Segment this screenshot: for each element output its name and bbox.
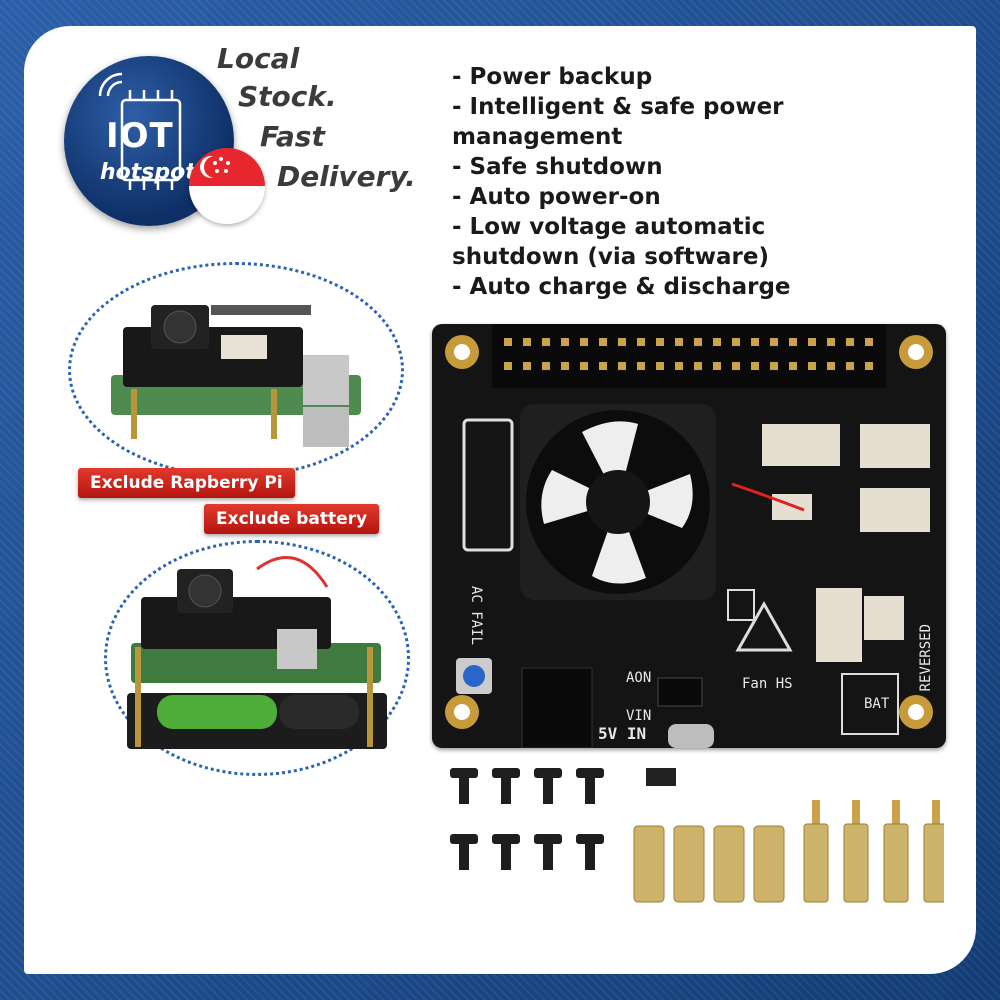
ups-hat-board: AC FAIL AON VIN Fan HS BAT REVERSED 5V I… bbox=[432, 324, 946, 748]
screw-icon bbox=[576, 768, 604, 804]
feature-list: - Power backup - Intelligent & safe powe… bbox=[452, 62, 791, 302]
singapore-flag-icon bbox=[189, 148, 265, 224]
bat-label: BAT bbox=[864, 696, 890, 712]
screw-icon bbox=[534, 834, 562, 870]
slogan-local: Local bbox=[217, 42, 300, 75]
feature-item: - Safe shutdown bbox=[452, 154, 663, 180]
logo-text-iot: IOT bbox=[106, 116, 174, 156]
product-photo-bottom bbox=[104, 540, 410, 776]
reversed-label: REVERSED bbox=[918, 624, 934, 692]
brass-standoff-icon bbox=[713, 825, 745, 903]
vin-label: VIN bbox=[626, 708, 652, 724]
aon-label: AON bbox=[626, 670, 652, 686]
product-photo-top bbox=[68, 262, 404, 478]
brass-standoff-icon bbox=[753, 825, 785, 903]
circuit-icon bbox=[98, 72, 182, 190]
screw-icon bbox=[492, 768, 520, 804]
logo-text-hotspot: hotspot bbox=[100, 160, 196, 185]
screw-icon bbox=[492, 834, 520, 870]
brass-spacer-icon bbox=[923, 800, 944, 903]
ac-fail-label: AC FAIL bbox=[468, 586, 484, 646]
iot-hotspot-logo: IOT hotspot bbox=[64, 56, 234, 226]
brass-standoff-icon bbox=[633, 825, 665, 903]
feature-item: management bbox=[452, 124, 623, 150]
product-card: IOT hotspot Local Stock. Fast Delivery. … bbox=[24, 26, 976, 974]
fan-hs-label: Fan HS bbox=[742, 676, 793, 692]
exclude-raspberry-pi-tag: Exclude Rapberry Pi bbox=[78, 468, 295, 498]
feature-item: - Low voltage automatic bbox=[452, 214, 766, 240]
accessories-row bbox=[450, 768, 944, 903]
exclude-battery-tag: Exclude battery bbox=[204, 504, 380, 534]
battery-stack-illustration bbox=[127, 555, 387, 749]
brass-spacer-icon bbox=[843, 800, 869, 903]
feature-item: - Auto power-on bbox=[452, 184, 661, 210]
feature-item: shutdown (via software) bbox=[452, 244, 769, 270]
feature-item: - Power backup bbox=[452, 64, 653, 90]
brass-spacer-icon bbox=[803, 800, 829, 903]
stacked-board-illustration bbox=[111, 305, 361, 447]
screw-icon bbox=[576, 834, 604, 870]
slogan-delivery: Delivery. bbox=[277, 160, 416, 193]
screw-icon bbox=[450, 834, 478, 870]
feature-item: - Intelligent & safe power bbox=[452, 94, 784, 120]
feature-item: - Auto charge & discharge bbox=[452, 274, 791, 300]
5v-in-label: 5V IN bbox=[598, 724, 647, 743]
slogan-fast: Fast bbox=[260, 120, 325, 153]
brass-spacer-icon bbox=[883, 800, 909, 903]
board-components bbox=[445, 324, 933, 748]
screw-icon bbox=[450, 768, 478, 804]
slogan-stock: Stock. bbox=[238, 80, 337, 113]
screw-icon bbox=[534, 768, 562, 804]
brass-standoff-icon bbox=[673, 825, 705, 903]
